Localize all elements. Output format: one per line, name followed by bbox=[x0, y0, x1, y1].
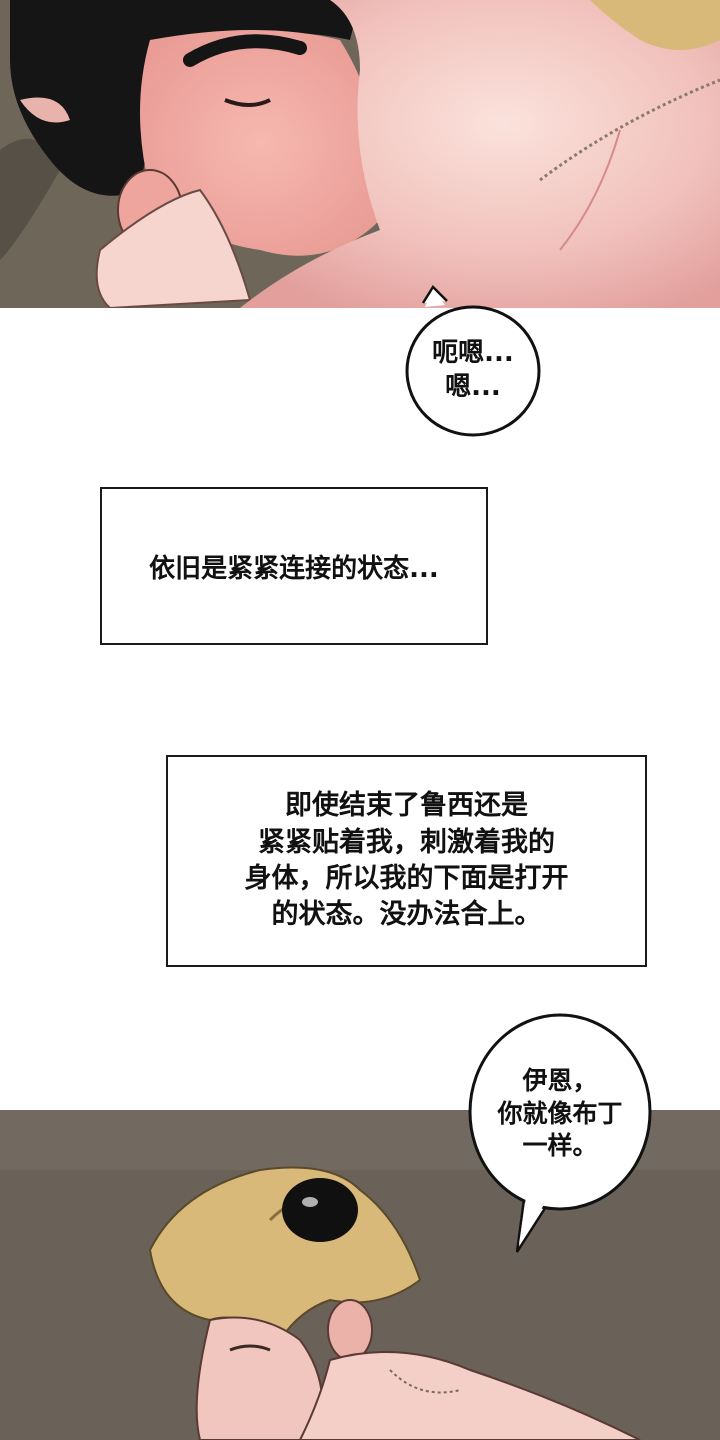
narration-line: 身体，所以我的下面是打开 bbox=[244, 863, 569, 894]
speech-bubble-1-text: 呃嗯... 嗯... bbox=[403, 307, 543, 435]
top-comic-panel bbox=[0, 0, 720, 308]
speech-line: 你就像布丁 bbox=[497, 1098, 623, 1128]
narration-line: 紧紧贴着我，刺激着我的 bbox=[258, 826, 555, 858]
speech-bubble-2-shape bbox=[468, 1013, 652, 1253]
narration-line: 即使结束了鲁西还是 bbox=[285, 790, 528, 822]
kiss-illustration bbox=[0, 0, 720, 308]
speech-bubble-2-text: 伊恩， 你就像布丁 一样。 bbox=[467, 1020, 653, 1208]
blond-man-illustration bbox=[0, 1110, 720, 1440]
speech-bubble-1-shape bbox=[405, 285, 541, 437]
speech-line: 嗯... bbox=[445, 372, 501, 402]
bottom-comic-panel bbox=[0, 1110, 720, 1440]
speech-bubble-2: 伊恩， 你就像布丁 一样。 bbox=[467, 1012, 653, 1253]
speech-line: 一样。 bbox=[522, 1131, 598, 1161]
narration-box-2: 即使结束了鲁西还是 紧紧贴着我，刺激着我的 身体，所以我的下面是打开 的状态。没… bbox=[166, 755, 647, 967]
speech-bubble-1: 呃嗯... 嗯... bbox=[403, 283, 543, 438]
narration-line: 依旧是紧紧连接的状态... bbox=[149, 553, 439, 584]
speech-line: 呃嗯... bbox=[432, 338, 514, 369]
narration-box-1: 依旧是紧紧连接的状态... bbox=[100, 487, 488, 645]
narration-line: 的状态。没办法合上。 bbox=[271, 899, 542, 931]
speech-line: 伊恩， bbox=[522, 1066, 598, 1096]
